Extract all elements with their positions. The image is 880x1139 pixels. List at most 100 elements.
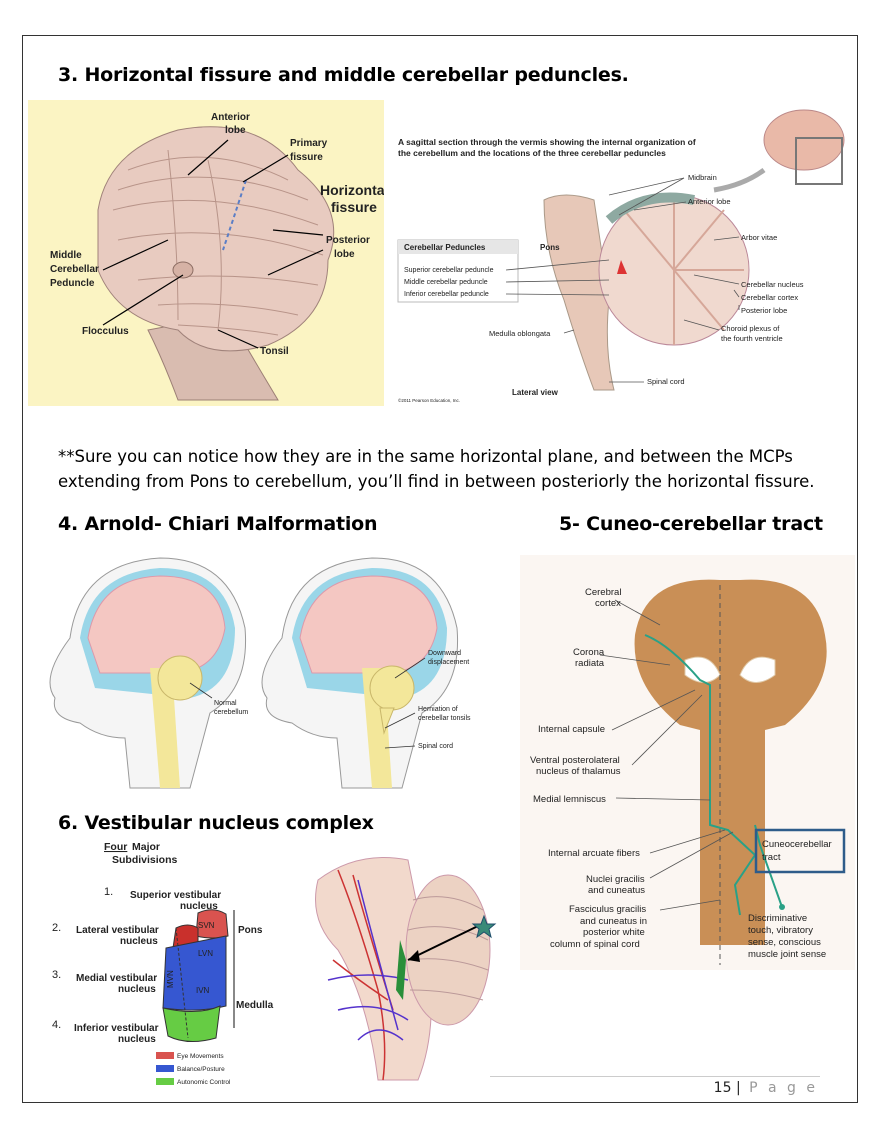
label-posterior: Posterior	[326, 235, 370, 246]
label-arcuate: Internal arcuate fibers	[548, 848, 640, 859]
label-spinal-cord: Spinal cord	[647, 377, 685, 386]
label-nuclei-1: Nuclei gracilis	[586, 874, 645, 885]
label-medulla: Medulla	[236, 1000, 274, 1011]
label-cerebellar-cortex: Cerebellar cortex	[741, 293, 798, 302]
caption-line1: A sagittal section through the vermis sh…	[398, 137, 696, 147]
label-medulla: Medulla oblongata	[489, 329, 551, 338]
label-superior-peduncle: Superior cerebellar peduncle	[404, 267, 494, 274]
label-arbor-vitae: Arbor vitae	[741, 233, 777, 242]
label-pons: Pons	[238, 925, 263, 936]
label-choroid-1: Choroid plexus of	[721, 324, 780, 333]
label-inferior-1: Inferior vestibular	[74, 1023, 159, 1034]
label-pons: Pons	[540, 243, 560, 252]
label-fasc-1: Fasciculus gracilis	[569, 904, 646, 915]
normal-head	[49, 557, 247, 789]
label-disc-4: muscle joint sense	[748, 949, 826, 960]
label-medial-1: Medial vestibular	[76, 973, 157, 984]
page-word: P a g e	[749, 1080, 818, 1096]
label-lateral-1: Lateral vestibular	[76, 925, 159, 936]
label-middle-peduncle: Middle cerebellar peduncle	[404, 279, 488, 286]
label-vpl-1: Ventral posterolateral	[530, 755, 620, 766]
legend-autonomic: Autonomic Control	[177, 1079, 231, 1086]
label-inferior-peduncle: Inferior cerebellar peduncle	[404, 291, 489, 298]
label-fasc-3: posterior white	[583, 927, 645, 938]
label-tonsil: Tonsil	[260, 346, 289, 357]
label-herniation-2: cerebellar tonsils	[418, 715, 471, 722]
label-corona-1: Corona	[573, 647, 605, 658]
num-3: 3.	[52, 969, 61, 981]
label-posterior-lobe: Posterior lobe	[741, 306, 787, 315]
arnold-chiari-figure: Normal cerebellum Downward displacement …	[49, 557, 471, 789]
label-lateral-2: nucleus	[120, 936, 158, 947]
legend-balance: Balance/Posture	[177, 1066, 225, 1073]
label-cerebral-1: Cerebral	[585, 587, 621, 598]
label-major: Major	[132, 841, 160, 853]
label-lobe: lobe	[225, 125, 246, 136]
page-frame	[22, 35, 858, 1103]
cerebellum-lateral-figure: Anterior lobe Primary fissure Horizontal…	[28, 100, 384, 406]
label-lateral-view: Lateral view	[512, 388, 559, 397]
label-downward-1: Downward	[428, 650, 461, 657]
num-1: 1.	[104, 886, 113, 898]
paragraph: **Sure you can notice how they are in th…	[58, 447, 815, 491]
label-cerebellar-nucleus: Cerebellar nucleus	[741, 280, 804, 289]
caption-line2: the cerebellum and the locations of the …	[398, 148, 666, 158]
sagittal-section-figure: A sagittal section through the vermis sh…	[397, 109, 845, 403]
label-fissure: fissure	[290, 152, 323, 163]
label-fissure2: fissure	[331, 199, 377, 215]
label-vpl-2: nucleus of thalamus	[536, 766, 621, 777]
label-normal-1: Normal	[214, 700, 237, 707]
label-primary: Primary	[290, 138, 328, 149]
label-ivn: IVN	[196, 986, 210, 995]
peduncles-box-title: Cerebellar Peduncles	[404, 243, 486, 252]
heading-vestibular: 6. Vestibular nucleus complex	[58, 812, 374, 834]
footer-separator: |	[735, 1080, 741, 1096]
vestibular-pathways-figure	[315, 857, 497, 1081]
label-anterior-lobe: Anterior lobe	[688, 197, 731, 206]
footer-rule	[490, 1076, 820, 1077]
label-choroid-2: the fourth ventricle	[721, 334, 783, 343]
label-midbrain: Midbrain	[688, 173, 717, 182]
label-anterior: Anterior	[211, 112, 250, 123]
label-medial-lemniscus: Medial lemniscus	[533, 794, 606, 805]
label-spinal-cord: Spinal cord	[418, 743, 453, 750]
num-2: 2.	[52, 922, 61, 934]
label-four: Four	[104, 841, 127, 853]
legend-eye: Eye Movements	[177, 1053, 224, 1060]
label-fasc-2: and cuneatus in	[580, 916, 647, 927]
page-number: 15	[713, 1080, 732, 1096]
label-superior-1: Superior vestibular	[130, 890, 221, 901]
label-internal-capsule: Internal capsule	[538, 724, 605, 735]
label-svn: SVN	[198, 921, 215, 930]
label-herniation-1: Herniation of	[418, 706, 458, 713]
chiari-head	[261, 557, 459, 789]
copyright: ©2011 Pearson Education, Inc.	[398, 397, 460, 403]
label-middle: Middle	[50, 250, 82, 261]
heading-horizontal-fissure: 3. Horizontal fissure and middle cerebel…	[58, 64, 629, 86]
label-cerebral-2: cortex	[595, 598, 621, 609]
label-downward-2: displacement	[428, 659, 469, 666]
label-lobe2: lobe	[334, 249, 355, 260]
page-footer: 15 | P a g e	[714, 1080, 818, 1096]
label-peduncle: Peduncle	[50, 278, 95, 289]
label-medial-2: nucleus	[118, 984, 156, 995]
vestibular-subdivisions-figure: Four Major Subdivisions 1. 2. 3. 4. Supe…	[52, 841, 274, 1086]
label-disc-2: touch, vibratory	[748, 925, 813, 936]
cuneocerebellar-figure: Cerebral cortex Corona radiata Internal …	[520, 555, 855, 970]
label-inferior-2: nucleus	[118, 1034, 156, 1045]
label-cerebellar: Cerebellar	[50, 264, 99, 275]
label-nuclei-2: and cuneatus	[588, 885, 645, 896]
label-corona-2: radiata	[575, 658, 605, 669]
label-flocculus: Flocculus	[82, 326, 129, 337]
label-normal-2: cerebellum	[214, 709, 248, 716]
label-lvn: LVN	[198, 949, 213, 958]
label-fasc-4: column of spinal cord	[550, 939, 640, 950]
label-cuneo-1: Cuneocerebellar	[762, 839, 832, 850]
label-disc-3: sense, conscious	[748, 937, 821, 948]
num-4: 4.	[52, 1019, 61, 1031]
label-horizontal: Horizontal	[320, 182, 384, 198]
label-disc-1: Discriminative	[748, 913, 807, 924]
label-superior-2: nucleus	[180, 901, 218, 912]
label-subdivisions: Subdivisions	[112, 854, 178, 866]
heading-arnold-chiari: 4. Arnold- Chiari Malformation	[58, 513, 378, 535]
